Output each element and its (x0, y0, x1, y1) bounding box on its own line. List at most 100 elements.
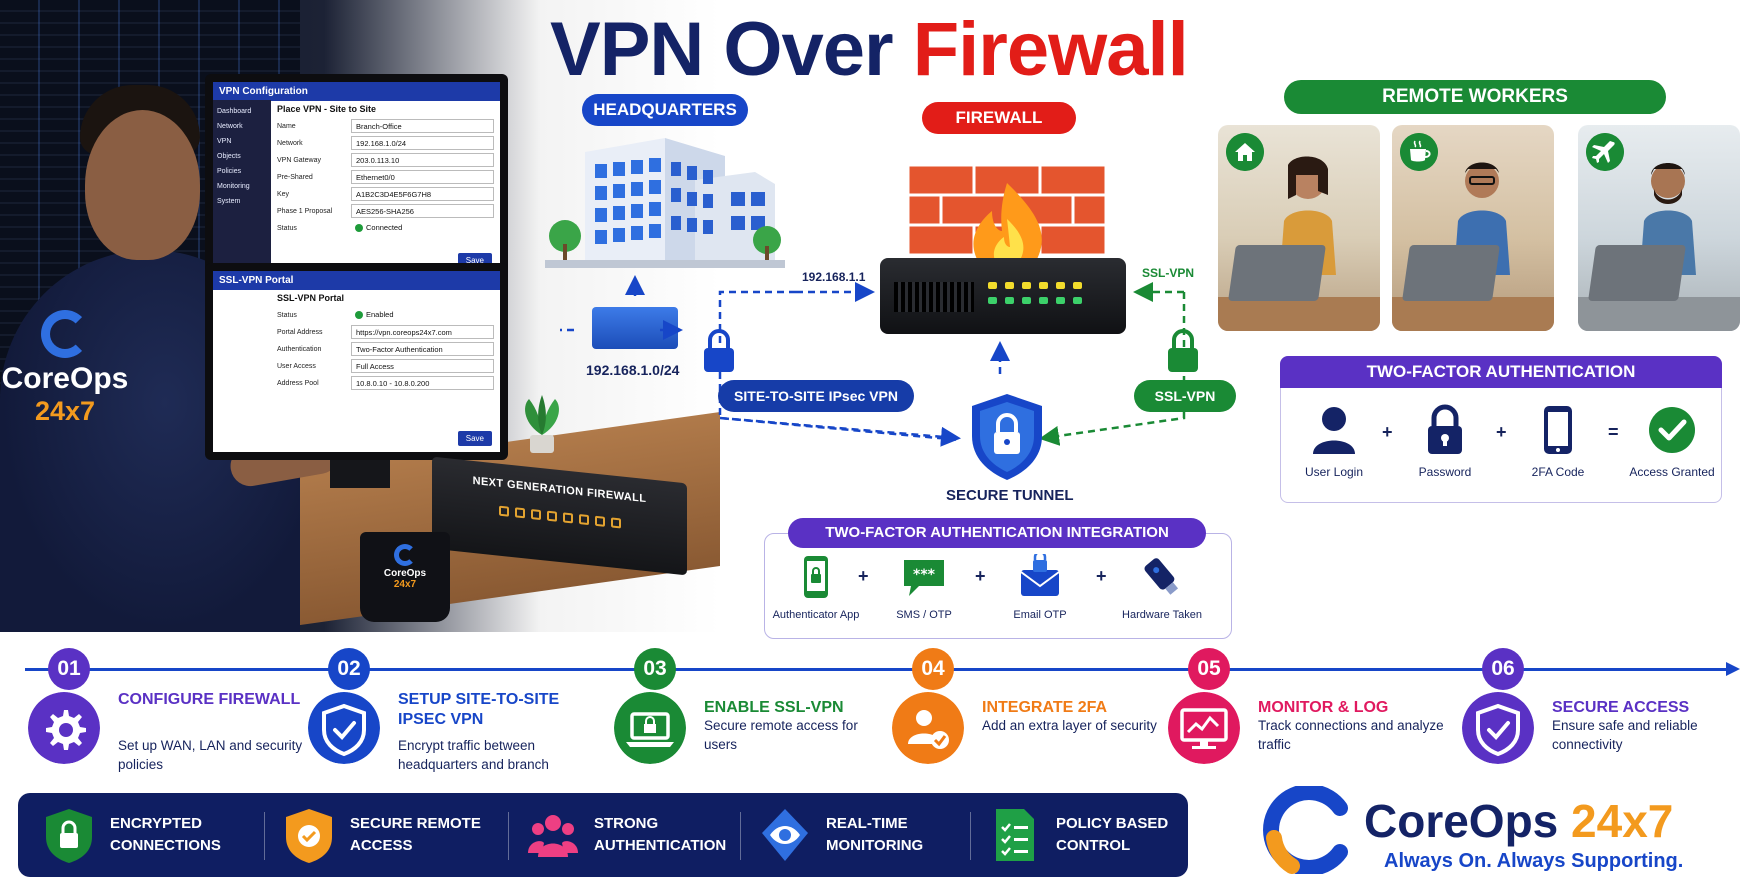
field-label: Portal Address (277, 328, 323, 336)
step-description: Secure remote access for users (704, 718, 858, 752)
feature-label: ENCRYPTED CONNECTIONS (110, 815, 221, 854)
vpn-config-heading: Place VPN - Site to Site (277, 104, 377, 114)
email-lock-icon (1020, 550, 1060, 596)
usb-key-icon (1144, 558, 1179, 595)
sidebar-item-system[interactable]: System (217, 198, 241, 205)
sidebar-item-monitoring[interactable]: Monitoring (217, 183, 250, 190)
sidebar-item-objects[interactable]: Objects (217, 153, 241, 160)
step-description: Encrypt traffic between headquarters and… (398, 738, 549, 772)
step-title: MONITOR & LOG (1258, 699, 1389, 716)
network-field[interactable]: 192.168.1.0/24 (351, 136, 494, 150)
status-value: Enabled (351, 308, 494, 322)
airplane-icon (1586, 133, 1624, 171)
status-text: Connected (366, 223, 403, 232)
auth-item-label: Password (1418, 465, 1472, 479)
status-ok-icon (355, 311, 363, 320)
home-icon (1226, 133, 1264, 171)
feature-item: POLICY BASED CONTROL (990, 806, 1170, 864)
shirt-brand-sub: 24x7 (34, 396, 96, 426)
feature-item: REAL-TIME MONITORING (760, 806, 960, 864)
user-check-icon (892, 692, 964, 764)
ssl-vpn-label: SSL-VPN (1134, 380, 1236, 412)
coffee-cup-icon (1400, 133, 1438, 171)
remote-worker-cafe-photo (1392, 125, 1554, 331)
sidebar-item-network[interactable]: Network (217, 123, 243, 130)
user-access-field[interactable]: Full Access (351, 359, 494, 373)
laptop-lock-icon (614, 692, 686, 764)
coreops-c-icon (394, 544, 416, 566)
ssl-vpn-link-label: SSL-VPN (1142, 266, 1195, 280)
remote-worker-home-photo (1218, 125, 1380, 331)
tfa-authenticator-app: Authenticator App (766, 554, 866, 621)
field-label: Network (277, 139, 303, 147)
ssl-portal-heading: SSL-VPN Portal (277, 293, 345, 303)
sidebar-item-dashboard[interactable]: Dashboard (217, 108, 252, 115)
feature-item: SECURE REMOTE ACCESS (284, 806, 494, 864)
brand-name-accent: 24x7 (1571, 795, 1674, 847)
checklist-icon (996, 809, 1034, 861)
tfa-sms-otp: *** SMS / OTP (874, 554, 974, 621)
step-description: Ensure safe and reliable connectivity (1552, 718, 1698, 752)
tfa-email-otp: Email OTP (990, 550, 1090, 621)
authentication-field[interactable]: Two-Factor Authentication (351, 342, 494, 356)
plant-icon (525, 395, 559, 453)
firewall-appliance (880, 258, 1126, 334)
address-pool-field[interactable]: 10.8.0.10 - 10.8.0.200 (351, 376, 494, 390)
sidebar-item-vpn[interactable]: VPN (217, 138, 232, 145)
smartphone-icon (1544, 406, 1572, 454)
secure-tunnel-label: SECURE TUNNEL (946, 487, 1074, 504)
step-description: Track connections and analyze traffic (1258, 718, 1444, 752)
auth-2fa-code: 2FA Code (1508, 404, 1608, 479)
auth-item-label: 2FA Code (1531, 465, 1585, 479)
feature-divider (508, 812, 509, 860)
feature-label: REAL-TIME MONITORING (826, 815, 924, 854)
headquarters-building-icon (545, 138, 785, 268)
pre-shared-field[interactable]: Ethernet0/0 (351, 170, 494, 184)
auth-access-granted: Access Granted (1622, 404, 1722, 479)
vpn-config-screen: VPN Configuration Dashboard Network VPN … (213, 82, 500, 274)
step-title: SETUP SITE-TO-SITE IPSEC VPN (398, 691, 560, 728)
feature-divider (970, 812, 971, 860)
firewall-vents (894, 282, 974, 312)
shield-check-icon (1462, 692, 1534, 764)
auth-item-label: Access Granted (1629, 465, 1715, 479)
portal-address-field[interactable]: https://vpn.coreops24x7.com (351, 325, 494, 339)
field-label: Pre-Shared (277, 173, 313, 181)
step-title: CONFIGURE FIREWALL (118, 691, 301, 708)
status-value: Connected (351, 221, 494, 235)
ssl-portal-title: SSL-VPN Portal (213, 271, 500, 290)
field-label: Status (277, 311, 297, 319)
step-title: ENABLE SSL-VPN (704, 699, 844, 716)
page-title: VPN Over Firewall (550, 6, 1189, 93)
timeline-arrowhead (1726, 662, 1740, 676)
tfa-hardware-token: Hardware Taken (1112, 554, 1212, 621)
field-label: User Access (277, 362, 316, 370)
tfa-auth-title: TWO-FACTOR AUTHENTICATION (1280, 356, 1722, 388)
firewall-ip-address: 192.168.1.1 (802, 270, 866, 284)
firewall-brick-wall-icon (908, 165, 1106, 272)
secure-tunnel-shield-icon (972, 394, 1042, 480)
name-field[interactable]: Branch-Office (351, 119, 494, 133)
mug-brand-sub: 24x7 (393, 579, 417, 590)
sidebar-item-policies[interactable]: Policies (217, 168, 242, 175)
gear-icon (28, 692, 100, 764)
remote-worker-airport-photo (1578, 125, 1740, 331)
key-field[interactable]: A1B2C3D4E5F6G7H8 (351, 187, 494, 201)
tfa-item-label: Hardware Taken (1122, 609, 1202, 621)
step-number: 04 (912, 648, 954, 690)
brand-name: CoreOps 24x7 (1364, 794, 1673, 848)
vpn-config-sidebar: Dashboard Network VPN Objects Policies M… (213, 100, 271, 274)
vpn-config-title: VPN Configuration (213, 82, 500, 101)
chat-bubble-icon: *** (904, 560, 944, 596)
lock-shield-icon (46, 809, 92, 863)
user-icon (1313, 407, 1355, 454)
plus-operator: + (1096, 566, 1107, 586)
step-number: 01 (48, 648, 90, 690)
feature-label: SECURE REMOTE ACCESS (350, 815, 481, 854)
phone-lock-icon (804, 556, 828, 598)
ssl-portal-save-button[interactable]: Save (457, 431, 492, 446)
step-description: Set up WAN, LAN and security policies (118, 738, 303, 772)
vpn-gateway-field[interactable]: 203.0.113.10 (351, 153, 494, 167)
plus-operator: + (1496, 422, 1507, 442)
phase1-proposal-field[interactable]: AES256-SHA256 (351, 204, 494, 218)
